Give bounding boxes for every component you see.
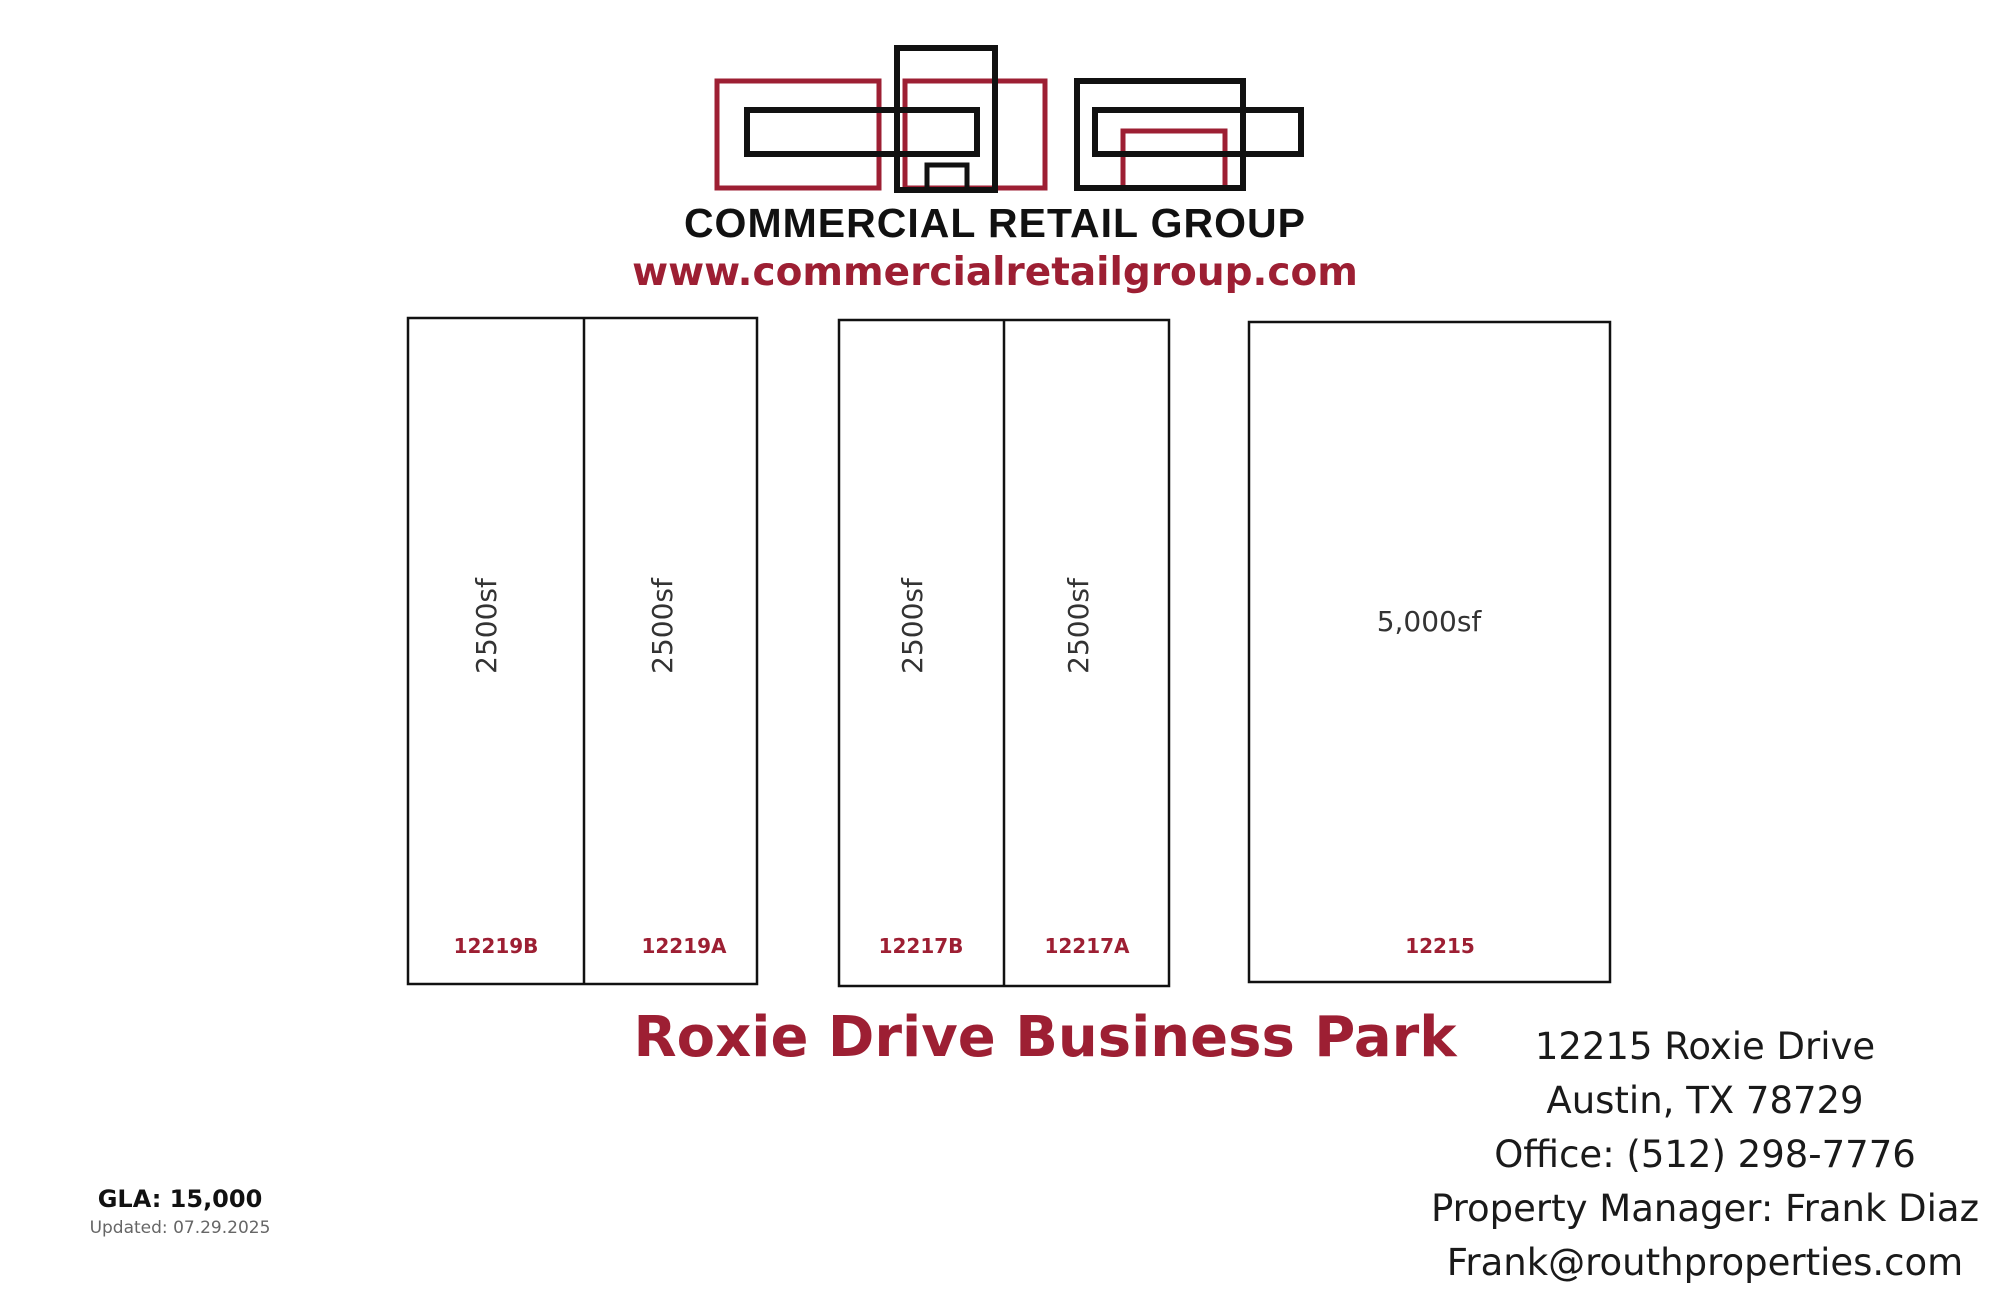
unit-size: 2500sf: [1062, 577, 1095, 674]
office-phone[interactable]: Office: (512) 298-7776: [1494, 1133, 1916, 1176]
contact-block: 12215 Roxie Drive Austin, TX 78729 Offic…: [1420, 1020, 1990, 1290]
gla-label: GLA: 15,000: [97, 1185, 263, 1213]
unit-number: 12219A: [641, 934, 727, 958]
unit-size: 5,000sf: [1377, 605, 1483, 638]
unit-number: 12219B: [454, 934, 539, 958]
unit-size: 2500sf: [896, 577, 929, 674]
site-plan: 2500sf 12219B 2500sf 12219A 2500sf 12217…: [406, 316, 1612, 988]
updated-date: Updated: 07.29.2025: [89, 1218, 271, 1238]
address-line-2: Austin, TX 78729: [1546, 1079, 1864, 1122]
unit-12219A[interactable]: 2500sf 12219A: [641, 577, 727, 958]
unit-12217A[interactable]: 2500sf 12217A: [1044, 577, 1130, 958]
manager-email-link[interactable]: Frank@routhproperties.com: [1446, 1241, 1964, 1284]
unit-number: 12217B: [879, 934, 964, 958]
building-3-outline: [1247, 320, 1612, 984]
building-1-outline: [406, 316, 759, 986]
property-name: Roxie Drive Business Park: [633, 1005, 1457, 1070]
unit-12215[interactable]: 5,000sf 12215: [1377, 605, 1483, 958]
unit-size: 2500sf: [646, 577, 679, 674]
unit-12217B[interactable]: 2500sf 12217B: [879, 577, 964, 958]
address-line-1: 12215 Roxie Drive: [1534, 1025, 1876, 1068]
company-website-link[interactable]: www.commercialretailgroup.com: [632, 250, 1358, 295]
company-logo-icon: [714, 45, 1304, 193]
unit-12219B[interactable]: 2500sf 12219B: [454, 577, 539, 958]
property-manager: Property Manager: Frank Diaz: [1430, 1187, 1980, 1230]
unit-number: 12215: [1405, 934, 1475, 958]
company-name: COMMERCIAL RETAIL GROUP: [683, 200, 1307, 246]
unit-size: 2500sf: [470, 577, 503, 674]
unit-number: 12217A: [1044, 934, 1130, 958]
